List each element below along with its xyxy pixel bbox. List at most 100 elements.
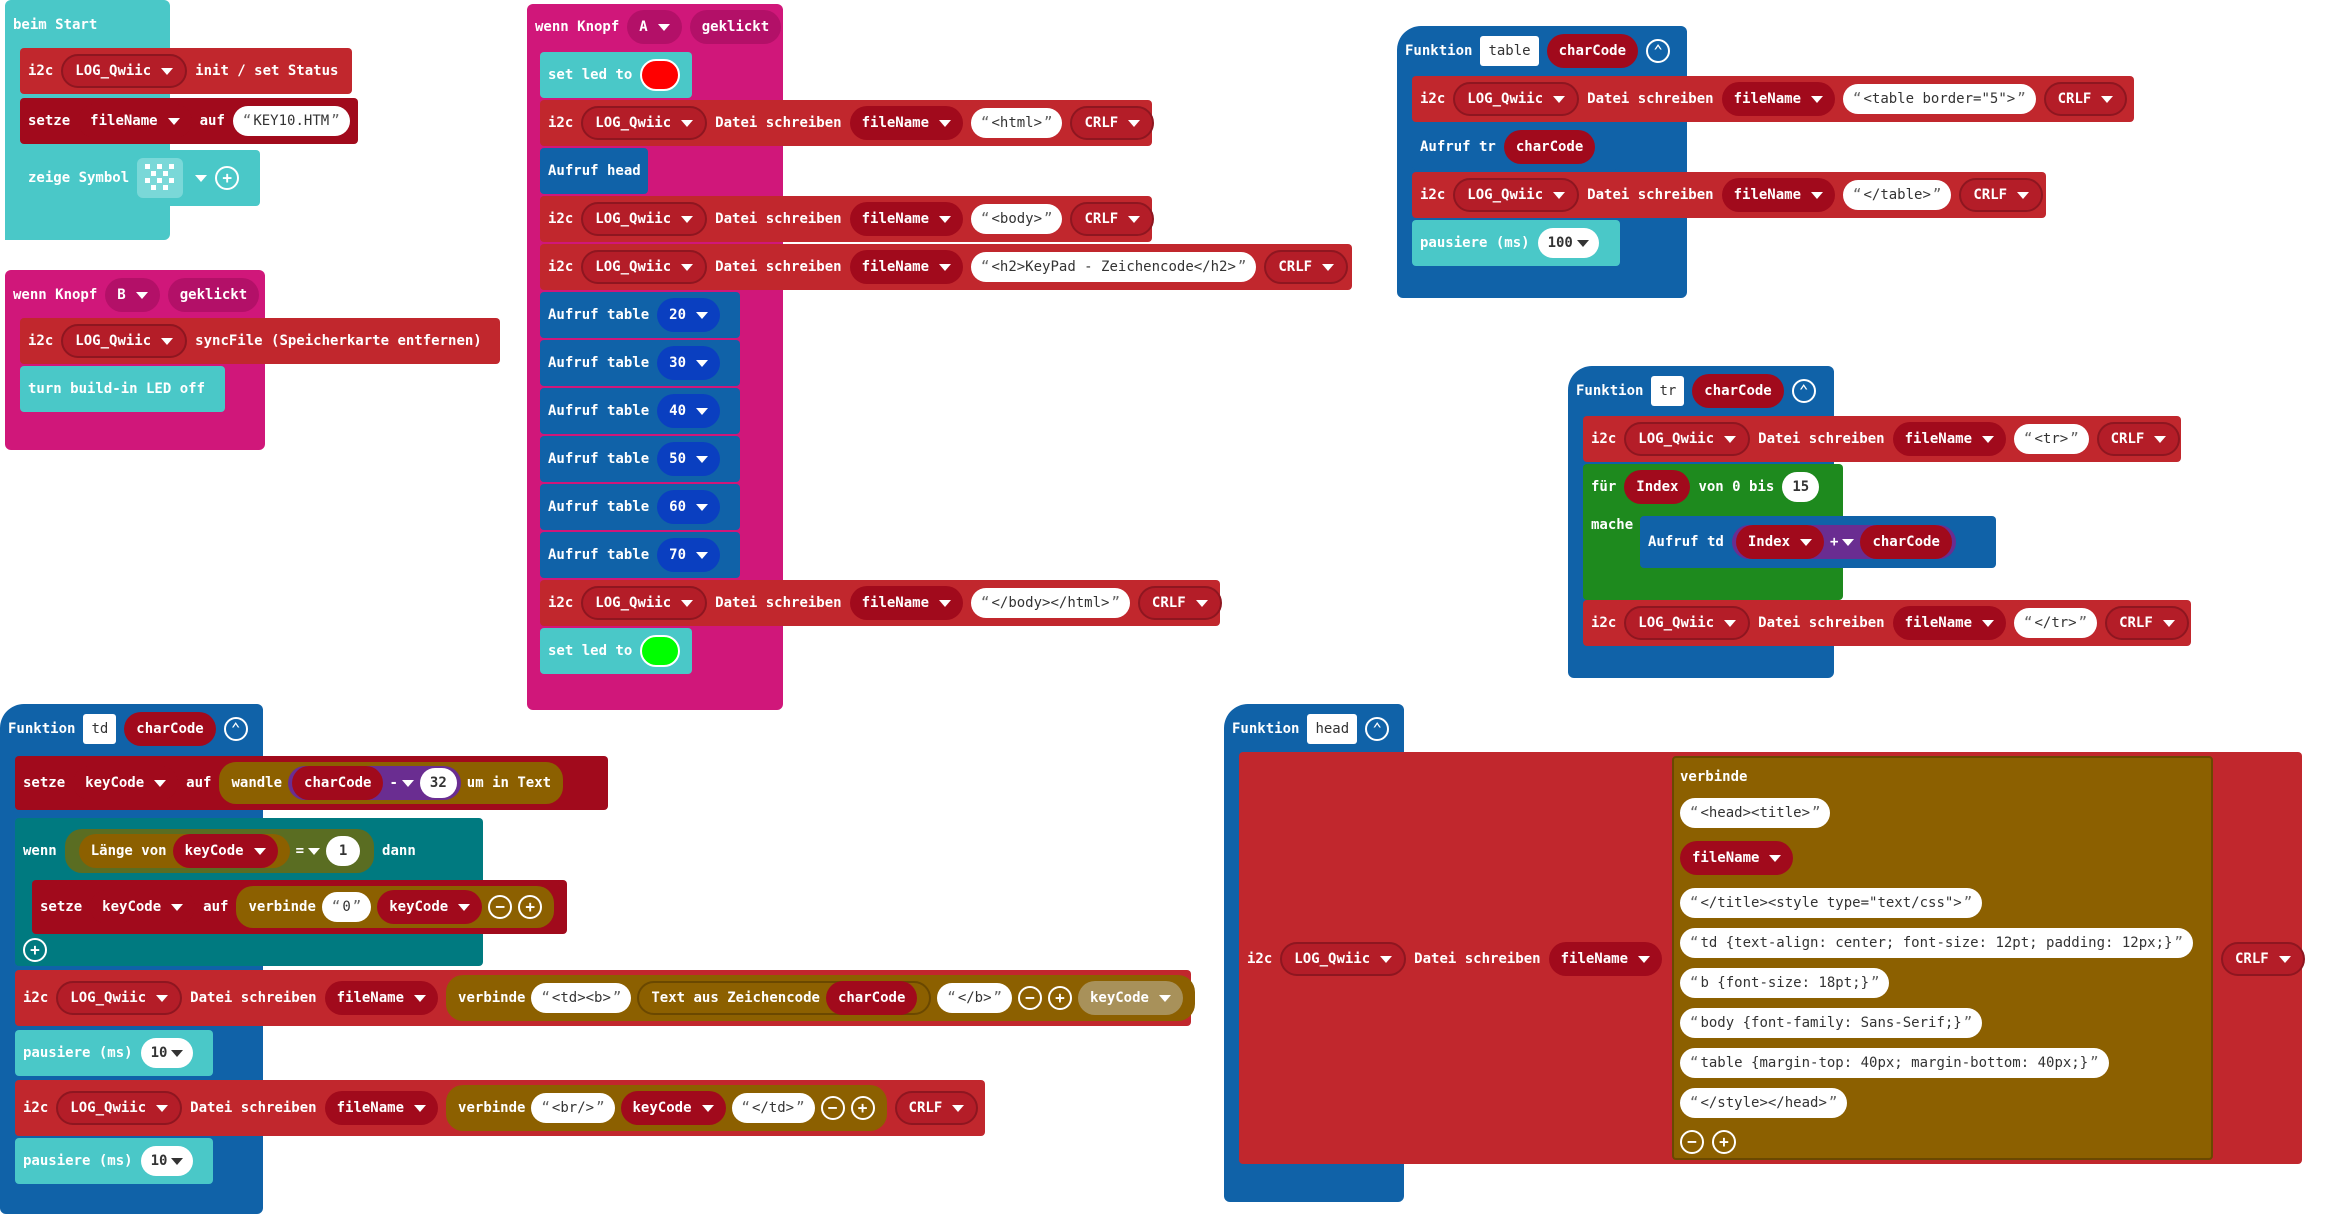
filename-value[interactable]: KEY10.HTM — [232, 106, 350, 136]
pause-value[interactable]: 10 — [140, 1038, 194, 1068]
setze-keycode-block[interactable]: setze keyCode auf wandle charCode - 32 u… — [15, 756, 608, 810]
pause-block[interactable]: pausiere (ms) 10 — [15, 1030, 213, 1076]
condition-expression[interactable]: Länge von keyCode = 1 — [64, 829, 375, 873]
add-icon[interactable]: + — [215, 166, 240, 190]
html-string[interactable]: <html> — [971, 108, 1063, 138]
pause-value[interactable]: 100 — [1537, 228, 1599, 258]
log-qwiic-dropdown[interactable]: LOG_Qwiic — [1453, 178, 1580, 212]
write-br-block[interactable]: i2c LOG_Qwiic Datei schreiben fileName v… — [15, 1080, 985, 1136]
keycode-dropdown[interactable]: keyCode — [620, 1091, 726, 1125]
index-var[interactable]: Index — [1624, 470, 1691, 504]
pause-block[interactable]: pausiere (ms) 100 — [1412, 220, 1620, 266]
operator-dropdown[interactable]: + — [1830, 534, 1854, 550]
fn-name-box[interactable]: table — [1480, 36, 1539, 66]
button-b-dropdown[interactable]: B — [105, 278, 160, 312]
fn-name-box[interactable]: head — [1307, 714, 1358, 744]
table-arg[interactable]: 20 — [657, 298, 721, 332]
collapse-icon[interactable]: ⌃ — [223, 717, 248, 741]
fn-name-box[interactable]: tr — [1651, 376, 1685, 406]
log-qwiic-dropdown[interactable]: LOG_Qwiic — [1453, 82, 1580, 116]
table-arg[interactable]: 40 — [657, 394, 721, 428]
charcode-param[interactable]: charCode — [124, 712, 216, 746]
head-line-string[interactable]: </style></head> — [1680, 1088, 1848, 1118]
add-icon[interactable]: + — [850, 1096, 875, 1120]
write-html-block[interactable]: i2c LOG_Qwiic Datei schreiben fileName <… — [540, 100, 1155, 146]
body-string[interactable]: <body> — [971, 204, 1063, 234]
log-qwiic-dropdown[interactable]: LOG_Qwiic — [581, 250, 708, 284]
crlf-dropdown[interactable]: CRLF — [2221, 942, 2305, 976]
index-dropdown[interactable]: Index — [1735, 525, 1825, 559]
write-td-block[interactable]: i2c LOG_Qwiic Datei schreiben fileName v… — [15, 970, 1195, 1026]
filename-dropdown[interactable]: fileName — [1721, 82, 1836, 116]
filename-dropdown[interactable]: fileName — [324, 1091, 439, 1125]
crlf-dropdown[interactable]: CRLF — [1070, 106, 1155, 140]
remove-icon[interactable]: − — [1017, 986, 1042, 1010]
head-line-string[interactable]: b {font-size: 18pt;} — [1680, 968, 1890, 998]
add-icon[interactable]: + — [518, 895, 543, 919]
set-led-green-block[interactable]: set led to — [540, 628, 692, 674]
add-icon[interactable]: + — [23, 938, 47, 962]
log-qwiic-dropdown[interactable]: LOG_Qwiic — [56, 981, 183, 1015]
call-tr-block[interactable]: Aufruf tr charCode — [1412, 124, 1618, 170]
log-qwiic-dropdown[interactable]: LOG_Qwiic — [61, 54, 188, 88]
fn-name-box[interactable]: td — [83, 714, 117, 744]
call-table-block[interactable]: Aufruf table 50 — [540, 436, 740, 482]
minus-value[interactable]: 32 — [419, 768, 457, 798]
charcode-param[interactable]: charCode — [1546, 34, 1639, 68]
crlf-dropdown[interactable]: CRLF — [2043, 82, 2128, 116]
filename-dropdown[interactable]: fileName — [1680, 841, 1794, 875]
crlf-dropdown[interactable]: CRLF — [1137, 586, 1222, 620]
call-table-block[interactable]: Aufruf table 30 — [540, 340, 740, 386]
verbinde-expression[interactable]: verbinde <td><b> Text aus Zeichencode ch… — [446, 975, 1195, 1021]
log-qwiic-dropdown[interactable]: LOG_Qwiic — [61, 324, 188, 358]
plus-expression[interactable]: Index + charCode — [1731, 525, 1956, 559]
table-arg[interactable]: 60 — [657, 490, 721, 524]
log-qwiic-dropdown[interactable]: LOG_Qwiic — [581, 106, 708, 140]
zeichencode-expression[interactable]: Text aus Zeichencode charCode — [637, 981, 932, 1015]
led-green-swatch[interactable] — [640, 635, 681, 667]
b-close-string[interactable]: </b> — [937, 983, 1012, 1013]
filename-dropdown[interactable]: fileName — [1548, 942, 1663, 976]
turn-led-block[interactable]: turn build-in LED off — [20, 366, 225, 412]
table-open-string[interactable]: <table border="5"> — [1843, 84, 2036, 114]
keycode-dropdown[interactable]: keyCode — [73, 766, 179, 800]
filename-dropdown[interactable]: fileName — [849, 106, 964, 140]
log-qwiic-dropdown[interactable]: LOG_Qwiic — [1624, 422, 1751, 456]
write-tr-open-block[interactable]: i2c LOG_Qwiic Datei schreiben fileName <… — [1583, 416, 2181, 462]
tr-close-string[interactable]: </tr> — [2014, 608, 2098, 638]
filename-dropdown[interactable]: fileName — [1892, 606, 2007, 640]
write-end-block[interactable]: i2c LOG_Qwiic Datei schreiben fileName <… — [540, 580, 1222, 626]
charcode-arg[interactable]: charCode — [1503, 130, 1596, 164]
head-line-string[interactable]: table {margin-top: 40px; margin-bottom: … — [1680, 1048, 2109, 1078]
length-expression[interactable]: Länge von keyCode — [78, 834, 290, 868]
keycode-dropdown[interactable]: keyCode — [172, 834, 278, 868]
h2-string[interactable]: <h2>KeyPad - Zeichencode</h2> — [971, 252, 1257, 282]
keycode-dropdown[interactable]: keyCode — [90, 890, 196, 924]
call-table-block[interactable]: Aufruf table 40 — [540, 388, 740, 434]
head-line-string[interactable]: td {text-align: center; font-size: 12pt;… — [1680, 928, 2193, 958]
call-td-block[interactable]: Aufruf td Index + charCode — [1640, 516, 1996, 568]
charcode-var[interactable]: charCode — [1860, 525, 1952, 559]
end-string[interactable]: </body></html> — [971, 588, 1130, 618]
head-line-string[interactable]: body {font-family: Sans-Serif;} — [1680, 1008, 1983, 1038]
minus-expression[interactable]: charCode - 32 — [288, 766, 461, 800]
crlf-dropdown[interactable]: CRLF — [1070, 202, 1155, 236]
filename-var-dropdown[interactable]: fileName — [78, 104, 192, 138]
table-arg[interactable]: 30 — [657, 346, 721, 380]
symbol-grid-icon[interactable] — [137, 158, 184, 198]
log-qwiic-dropdown[interactable]: LOG_Qwiic — [1280, 942, 1407, 976]
verbinde-expression[interactable]: verbinde <br/> keyCode </td> − + — [446, 1085, 887, 1131]
br-string[interactable]: <br/> — [531, 1093, 615, 1123]
led-red-swatch[interactable] — [640, 59, 681, 91]
crlf-dropdown[interactable]: CRLF — [894, 1091, 979, 1125]
crlf-dropdown[interactable]: CRLF — [2096, 422, 2181, 456]
call-head-block[interactable]: Aufruf head — [540, 148, 648, 194]
keycode-dropdown[interactable]: keyCode — [377, 890, 483, 924]
call-table-block[interactable]: Aufruf table 70 — [540, 532, 740, 578]
i2c-sync-block[interactable]: i2c LOG_Qwiic syncFile (Speicherkarte en… — [20, 318, 500, 364]
setze-filename-block[interactable]: setze fileName auf KEY10.HTM — [20, 98, 358, 144]
compare-value[interactable]: 1 — [326, 836, 361, 866]
table-arg[interactable]: 50 — [657, 442, 721, 476]
filename-dropdown[interactable]: fileName — [1721, 178, 1836, 212]
log-qwiic-dropdown[interactable]: LOG_Qwiic — [581, 586, 708, 620]
